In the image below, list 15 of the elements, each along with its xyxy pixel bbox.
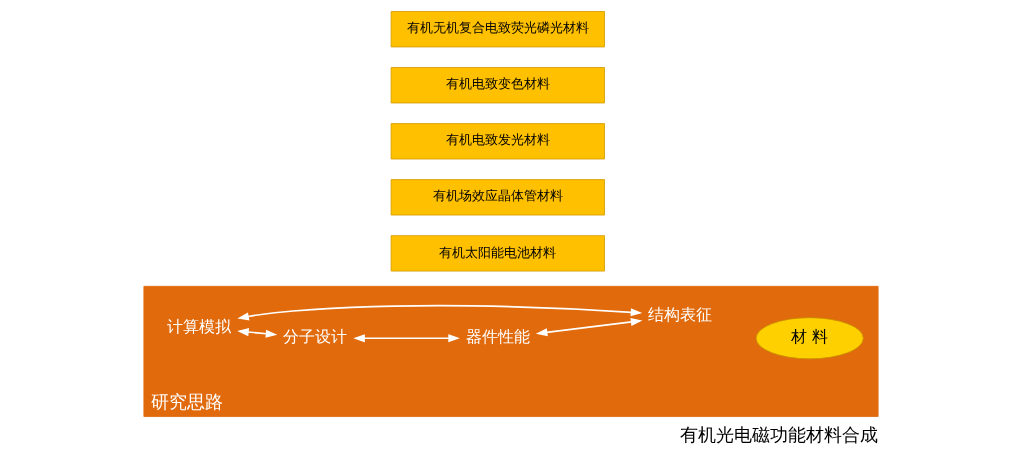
arrow: [535, 317, 643, 337]
node-text: 结构表征: [648, 305, 713, 325]
arrow: [237, 304, 643, 321]
node-box: 有机场效应晶体管材料: [390, 179, 605, 216]
node-box: 有机太阳能电池材料: [390, 235, 605, 272]
caption: 有机光电磁功能材料合成: [680, 423, 879, 445]
node-box: 有机无机复合电致荧光磷光材料: [390, 11, 605, 48]
node-ellipse: 材 料: [755, 317, 864, 360]
node-text: 分子设计: [283, 327, 348, 347]
node-text: 器件性能: [465, 327, 530, 347]
arrow: [237, 328, 278, 338]
node-text: 计算模拟: [167, 316, 232, 336]
node-box: 有机电致变色材料: [390, 67, 605, 104]
arrow: [353, 334, 460, 343]
node-box: 有机电致发光材料: [390, 123, 605, 160]
